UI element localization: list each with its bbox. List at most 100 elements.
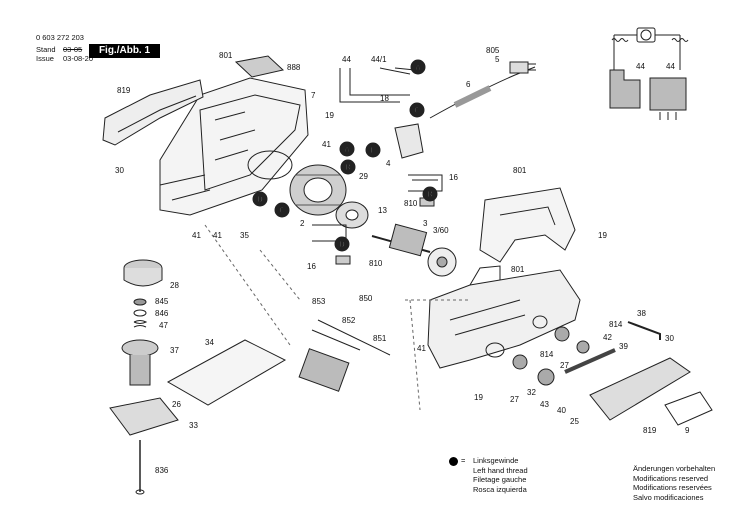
label-35: 35 xyxy=(240,231,249,240)
label-3: 3 xyxy=(423,219,428,228)
label-16: 16 xyxy=(449,173,458,182)
label-schematic-44: 44 xyxy=(666,62,675,71)
modification-notes: Änderungen vorbehalten Modifications res… xyxy=(633,464,715,502)
label-29: 29 xyxy=(359,172,368,181)
label-3-60: 3/60 xyxy=(433,226,449,235)
label-4: 4 xyxy=(386,159,391,168)
label-851: 851 xyxy=(373,334,387,343)
blade-assembly xyxy=(298,319,391,392)
label-16: 16 xyxy=(307,262,316,271)
label-25: 25 xyxy=(570,417,579,426)
label-801: 801 xyxy=(219,51,233,60)
bracket-44 xyxy=(339,67,416,103)
assembly-guides xyxy=(204,224,470,411)
pulleys xyxy=(512,326,590,386)
doc-number: 0 603 272 203 xyxy=(36,33,84,42)
svg-text:A: A xyxy=(415,63,421,72)
label-6: 6 xyxy=(466,80,471,89)
label-2: 2 xyxy=(300,219,305,228)
label-38: 38 xyxy=(637,309,646,318)
svg-text:A: A xyxy=(344,145,350,154)
legend-text: Linksgewinde Left hand thread Filetage g… xyxy=(473,456,528,494)
legend-equals: = xyxy=(461,456,466,465)
label-801: 801 xyxy=(513,166,527,175)
svg-text:D: D xyxy=(339,240,345,249)
stand-label: Stand xyxy=(36,45,56,54)
label-819: 819 xyxy=(117,86,131,95)
label-19: 19 xyxy=(598,231,607,240)
belt-cover-30 xyxy=(589,357,713,426)
label-19: 19 xyxy=(325,111,334,120)
label-41: 41 xyxy=(322,140,331,149)
label-805: 805 xyxy=(486,46,500,55)
label-30: 30 xyxy=(115,166,124,175)
label-44-1: 44/1 xyxy=(371,55,387,64)
note-en: Modifications reserved xyxy=(633,473,709,483)
label-26: 26 xyxy=(172,400,181,409)
label-41: 41 xyxy=(213,231,222,240)
label-41: 41 xyxy=(192,231,201,240)
callout-markers: A C E A B B C D D xyxy=(252,59,438,252)
main-housing-801 xyxy=(427,265,581,369)
handle-801-right xyxy=(479,187,576,263)
label-801: 801 xyxy=(511,265,525,274)
label-41: 41 xyxy=(417,344,426,353)
label-814: 814 xyxy=(540,350,554,359)
handle-part-30 xyxy=(102,79,204,146)
label-schematic-44: 44 xyxy=(636,62,645,71)
legend-line-fr: Filetage gauche xyxy=(473,475,527,484)
legend-line-de: Linksgewinde xyxy=(473,456,519,465)
brush-holders xyxy=(312,174,443,265)
label-43: 43 xyxy=(540,400,549,409)
plate-34 xyxy=(166,339,287,406)
drive-belt-25 xyxy=(564,348,616,374)
label-852: 852 xyxy=(342,316,356,325)
figure-label: Fig./Abb. 1 xyxy=(89,44,160,58)
svg-text:C: C xyxy=(414,106,420,115)
label-846: 846 xyxy=(155,309,169,318)
depth-knob-assembly xyxy=(109,259,179,495)
callout-b xyxy=(340,159,356,175)
note-fr: Modifications reservées xyxy=(633,483,712,492)
field-coil-2 xyxy=(289,164,347,216)
fan-ring-29 xyxy=(335,201,369,229)
switch-4 xyxy=(394,123,424,159)
label-819: 819 xyxy=(643,426,657,435)
motor-schematic xyxy=(609,27,689,120)
note-de: Änderungen vorbehalten xyxy=(633,464,716,473)
label-42: 42 xyxy=(603,333,612,342)
label-40: 40 xyxy=(557,406,566,415)
label-27: 27 xyxy=(560,361,569,370)
callout-b-right xyxy=(422,186,438,202)
callout-e xyxy=(365,142,381,158)
label-28: 28 xyxy=(170,281,179,290)
label-18: 18 xyxy=(380,94,389,103)
callout-c-left xyxy=(274,202,290,218)
label-34: 34 xyxy=(205,338,214,347)
housing-801 xyxy=(159,77,309,216)
callout-d-mid xyxy=(334,236,350,252)
label-850: 850 xyxy=(359,294,373,303)
label-32: 32 xyxy=(527,388,536,397)
label-814: 814 xyxy=(609,320,623,329)
label-853: 853 xyxy=(312,297,326,306)
legend-line-en: Left hand thread xyxy=(473,465,528,475)
label-13: 13 xyxy=(378,206,387,215)
label-9: 9 xyxy=(685,426,690,435)
label-37: 37 xyxy=(170,346,179,355)
label-19: 19 xyxy=(474,393,483,402)
label-27: 27 xyxy=(510,395,519,404)
label-888: 888 xyxy=(287,63,301,72)
label-44: 44 xyxy=(342,55,351,64)
hex-key-38 xyxy=(627,321,661,340)
stand-value: 03-05 xyxy=(63,45,83,54)
note-es: Salvo modificaciones xyxy=(633,492,704,502)
issue-value: 03-08-20 xyxy=(63,54,94,63)
part-number-labels: 819 801 888 30 7 19 41 41 41 35 2 29 13 … xyxy=(115,46,690,475)
svg-text:D: D xyxy=(257,195,263,204)
label-836: 836 xyxy=(155,466,169,475)
svg-text:E: E xyxy=(370,146,376,155)
label-30: 30 xyxy=(665,334,674,343)
left-hand-thread-symbol xyxy=(449,457,458,466)
